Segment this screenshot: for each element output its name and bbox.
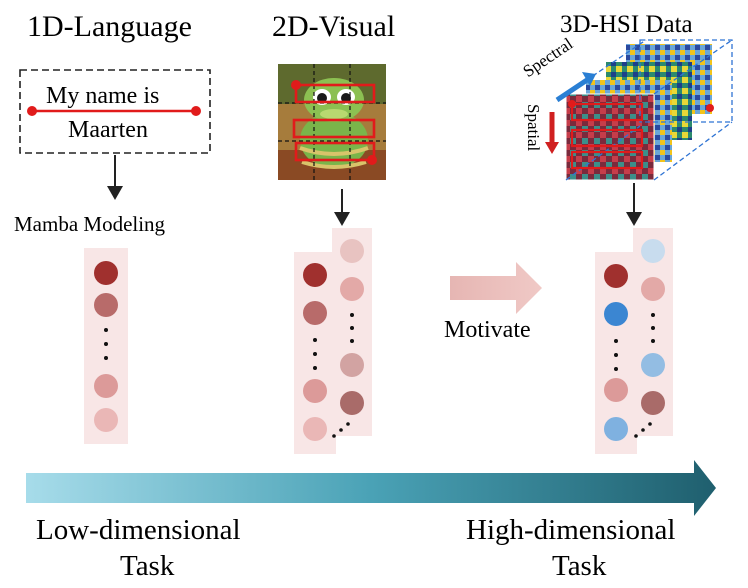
ellipsis-dots — [614, 339, 652, 438]
sentence-box — [19, 69, 211, 154]
low-task-label: Task — [120, 550, 175, 582]
token-1d — [94, 293, 118, 317]
token-3d-front — [604, 264, 628, 288]
image-scan-path — [292, 83, 376, 162]
token-3d-front — [604, 302, 628, 326]
scan-start-dot — [291, 80, 301, 90]
sentence-line-1: My name is — [46, 83, 160, 109]
high-task-label: Task — [552, 550, 607, 582]
token-2d-back — [340, 277, 364, 301]
down-arrow-hsi — [626, 183, 642, 226]
token-3d-back — [641, 277, 665, 301]
hsi-cube — [565, 39, 733, 181]
token-1d — [94, 261, 118, 285]
token-2d-front — [303, 417, 327, 441]
sequence-end-dot — [191, 106, 201, 116]
sequence-start-dot — [27, 106, 37, 116]
spatial-arrow — [545, 112, 559, 154]
token-3d-back — [641, 391, 665, 415]
spectral-arrow — [555, 72, 596, 103]
token-2d-back — [340, 353, 364, 377]
sentence-line-2: Maarten — [68, 117, 148, 143]
ellipsis-dots — [651, 313, 655, 343]
spatial-label: Spatial — [524, 104, 543, 152]
down-arrow-language — [107, 155, 123, 200]
token-3d-front — [604, 417, 628, 441]
ellipsis-dots — [104, 328, 108, 360]
token-2d-front — [303, 301, 327, 325]
token-1d — [94, 408, 118, 432]
low-dimensional-label: Low-dimensional — [36, 514, 241, 546]
title-1d-language: 1D-Language — [27, 10, 192, 43]
motivate-label: Motivate — [444, 317, 531, 343]
ellipsis-dots — [350, 313, 354, 343]
down-arrow-visual — [334, 189, 350, 226]
mamba-modeling-label: Mamba Modeling — [14, 212, 166, 236]
token-1d — [94, 374, 118, 398]
title-2d-visual: 2D-Visual — [272, 10, 396, 43]
scan-end-dot — [367, 155, 377, 165]
token-2d-back — [340, 391, 364, 415]
token-2d-front — [303, 263, 327, 287]
token-3d-back — [641, 239, 665, 263]
dimension-axis-arrow — [26, 460, 716, 516]
ellipsis-dots — [313, 338, 350, 438]
title-3d-hsi: 3D-HSI Data — [560, 11, 693, 38]
high-dimensional-label: High-dimensional — [466, 514, 676, 546]
token-3d-back — [641, 353, 665, 377]
motivate-arrow — [450, 262, 542, 314]
token-2d-back — [340, 239, 364, 263]
token-3d-front — [604, 378, 628, 402]
token-2d-front — [303, 379, 327, 403]
